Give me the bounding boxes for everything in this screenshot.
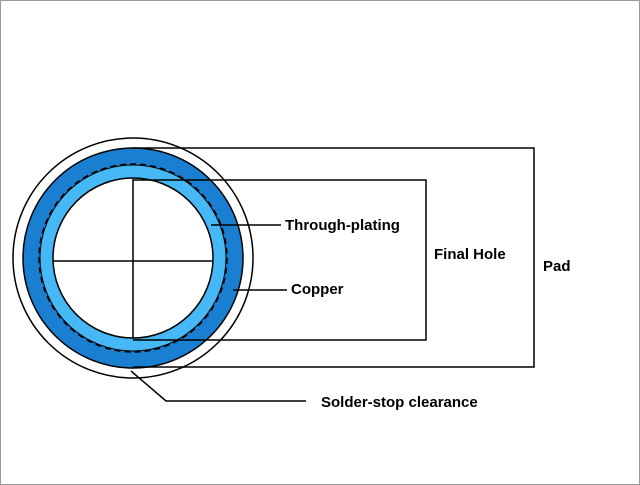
drill-boundary-dashed: [38, 163, 228, 353]
solder-stop-leader: [130, 370, 306, 402]
final-hole-label: Final Hole: [434, 246, 506, 263]
solder-stop-clearance-label: Solder-stop clearance: [321, 394, 478, 411]
pad-bracket: [133, 147, 535, 368]
through-plating-label: Through-plating: [285, 217, 400, 234]
final-hole-bracket: [133, 179, 427, 341]
pad-label: Pad: [543, 258, 571, 275]
copper-label: Copper: [291, 281, 344, 298]
